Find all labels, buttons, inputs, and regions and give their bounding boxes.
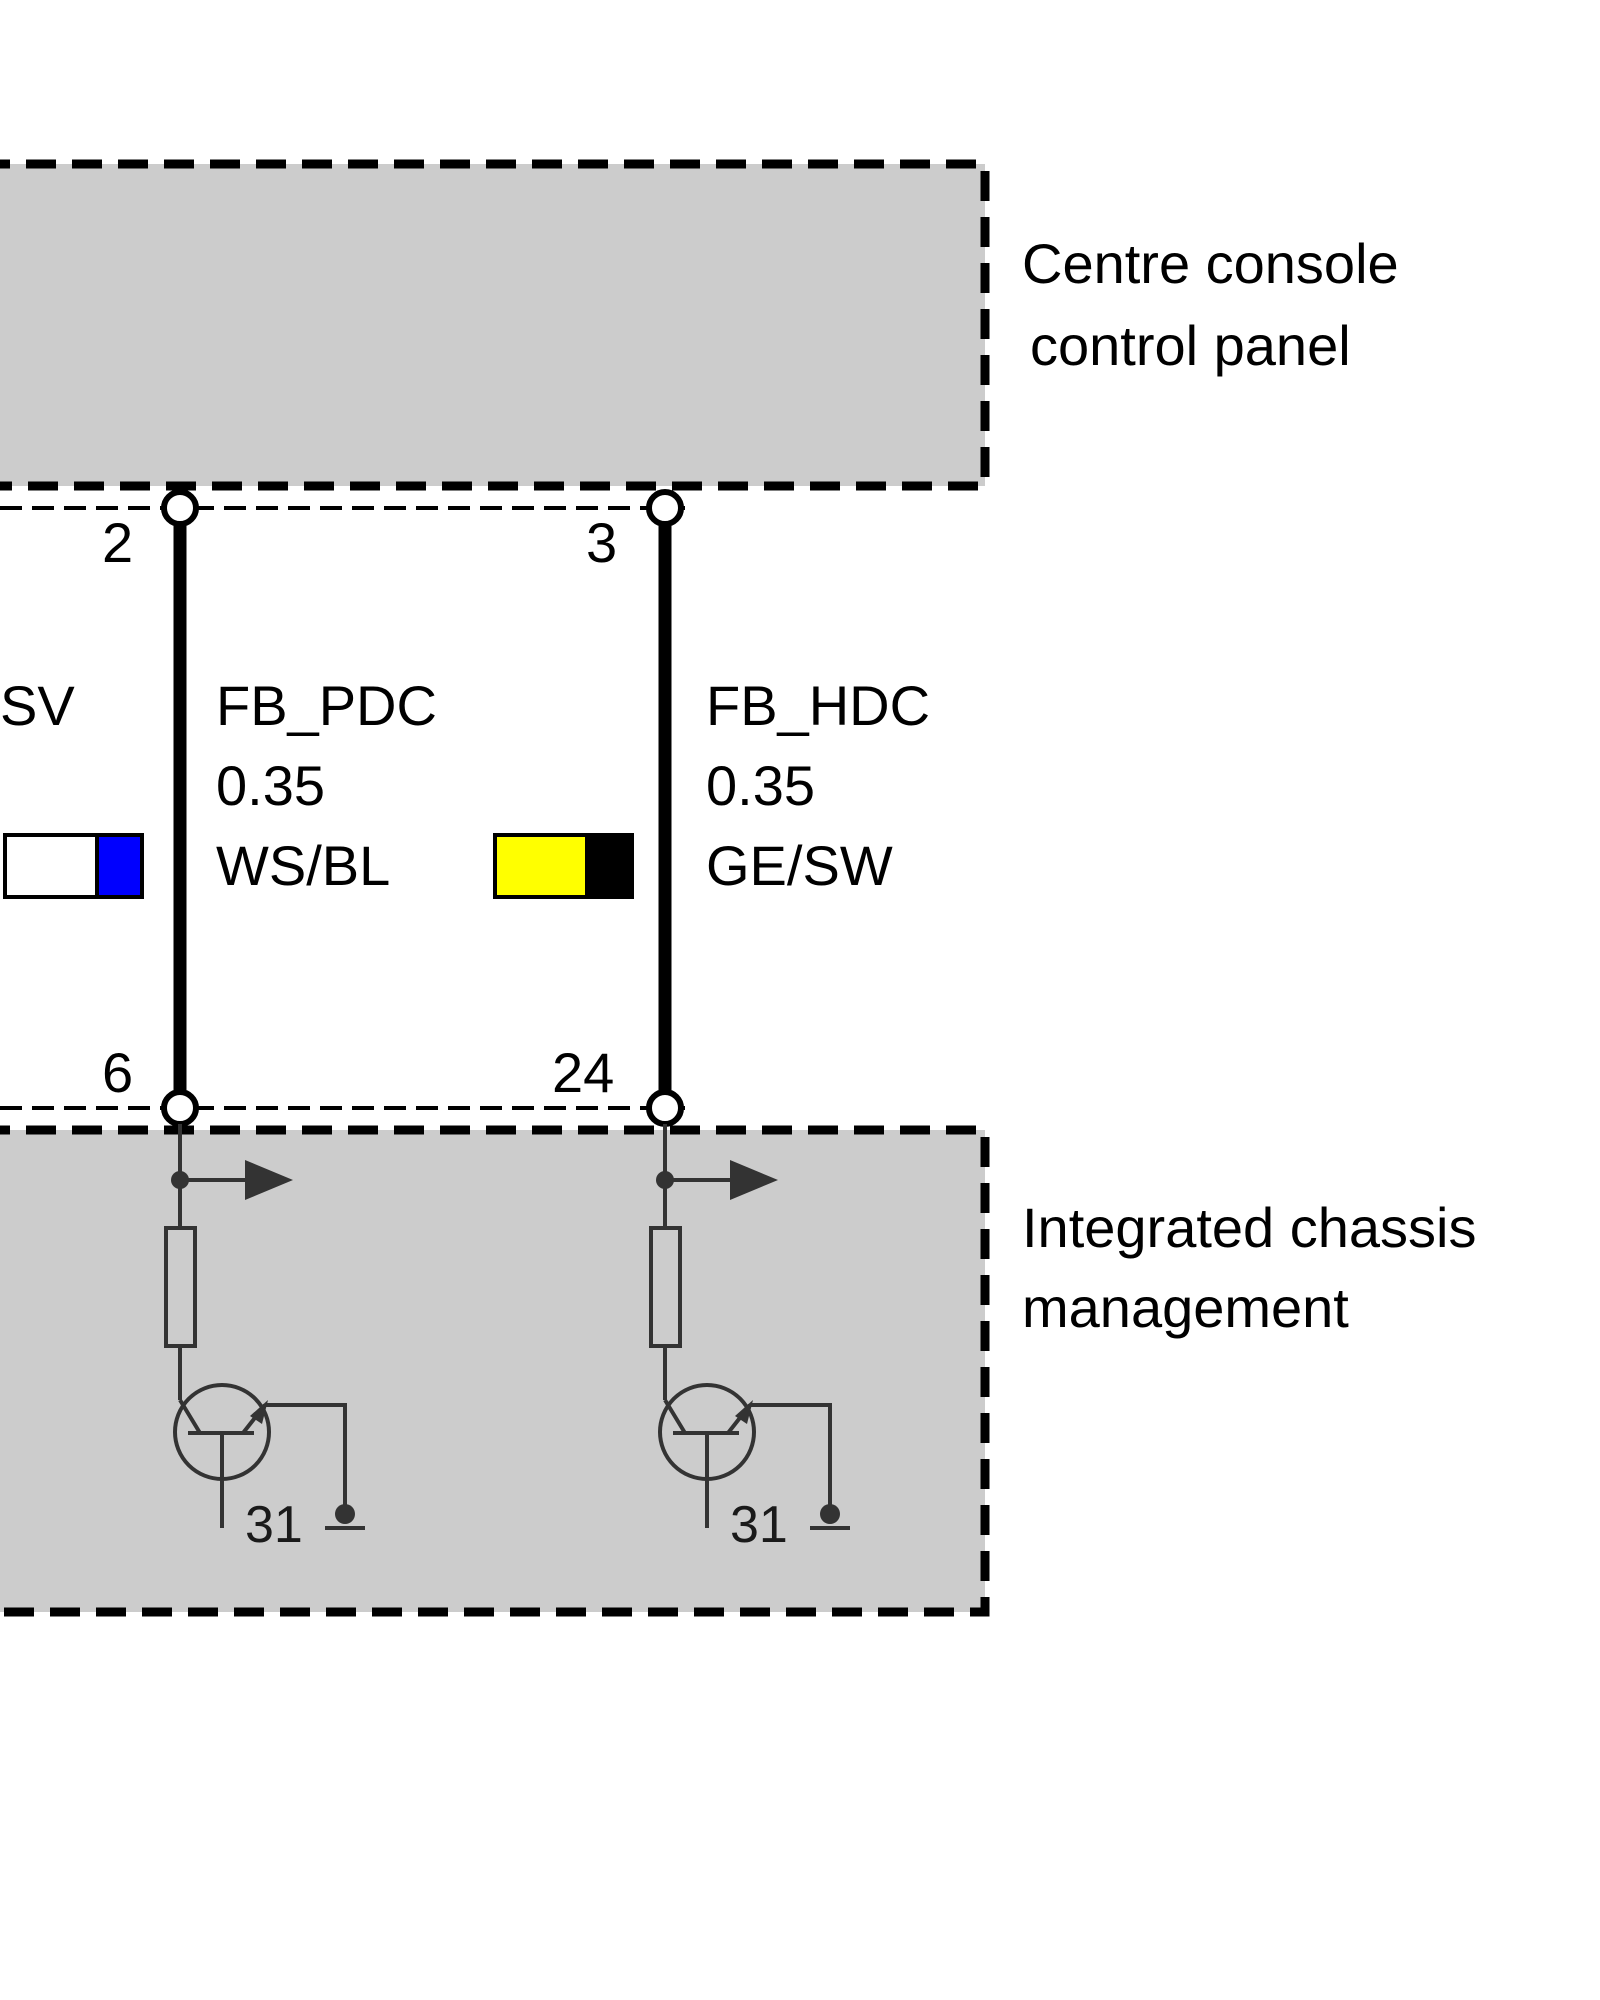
component-box-bottom	[0, 1125, 990, 1617]
partial-wire-left: SV	[0, 674, 144, 899]
ground-dot	[820, 1504, 840, 1524]
component-integrated-chassis: Integrated chassis management	[0, 1125, 1476, 1617]
connector-pin-top	[646, 489, 684, 527]
wire-signal: FB_PDC	[216, 674, 437, 737]
component-label-top-line1: Centre console	[1022, 232, 1399, 295]
emitter-arrow-icon	[250, 1400, 268, 1424]
wire-cross-section: 0.35	[706, 754, 815, 817]
component-box-top	[0, 159, 990, 491]
transistor-collector	[178, 1398, 202, 1435]
arrow-right-icon	[245, 1160, 293, 1200]
resistor-symbol	[649, 1226, 682, 1348]
transistor-collector	[663, 1398, 687, 1435]
ground-label: 31	[245, 1496, 303, 1554]
ground-dot	[335, 1504, 355, 1524]
wire-colour-code: WS/BL	[216, 834, 390, 897]
pin-number-bottom: 24	[552, 1041, 614, 1104]
partial-wire-label: SV	[0, 674, 75, 737]
internal-circuit-2: 31	[649, 1124, 850, 1554]
component-centre-console: Centre console control panel	[0, 159, 1399, 491]
partial-swatch-part1	[3, 833, 99, 899]
connector-pin-bottom	[646, 1089, 684, 1127]
ground-wire	[750, 1403, 832, 1514]
wire-fb-hdc: 3 24 FB_HDC 0.35 GE/SW	[493, 489, 930, 1127]
connector-pin-top	[161, 489, 199, 527]
arrow-right-icon	[730, 1160, 778, 1200]
resistor-symbol	[164, 1226, 197, 1348]
pin-number-top: 3	[586, 511, 617, 574]
wire-fb-pdc: 2 6 FB_PDC 0.35 WS/BL	[102, 489, 437, 1127]
wire-signal: FB_HDC	[706, 674, 930, 737]
pin-number-bottom: 6	[102, 1041, 133, 1104]
internal-circuit-1: 31	[164, 1124, 365, 1554]
colour-swatch-part2	[585, 833, 634, 899]
component-label-bottom-line1: Integrated chassis	[1022, 1196, 1476, 1259]
ground-wire	[265, 1403, 347, 1514]
component-label-top-line2: control panel	[1030, 314, 1351, 377]
emitter-arrow-icon	[735, 1400, 753, 1424]
ground-label: 31	[730, 1496, 788, 1554]
partial-swatch-part2	[95, 833, 144, 899]
connector-pin-bottom	[161, 1089, 199, 1127]
colour-swatch-part1	[493, 833, 589, 899]
pin-number-top: 2	[102, 511, 133, 574]
component-label-bottom-line2: management	[1022, 1276, 1349, 1339]
wire-cross-section: 0.35	[216, 754, 325, 817]
wire-colour-code: GE/SW	[706, 834, 893, 897]
